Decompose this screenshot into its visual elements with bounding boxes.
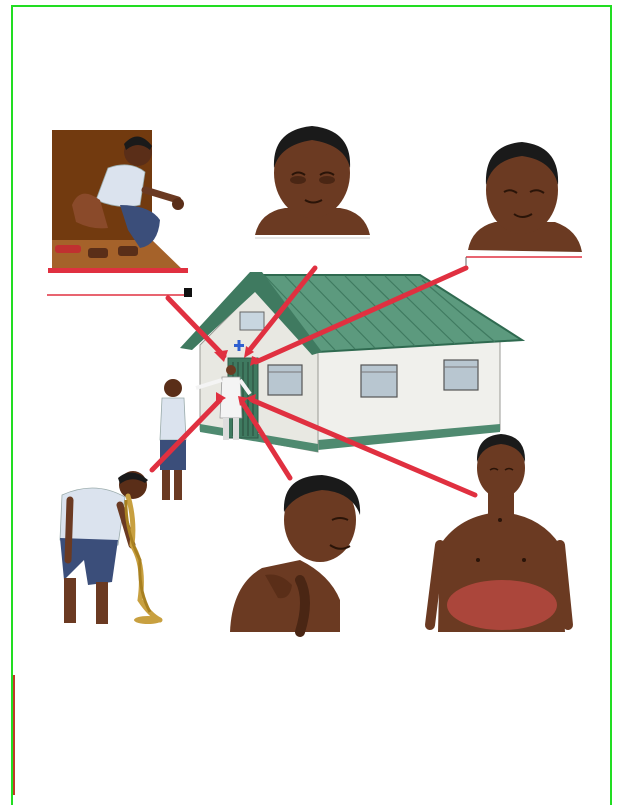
diarrhoea-squatting-figure (48, 130, 188, 273)
abdominal-pain-figure (430, 434, 568, 632)
neck-shoulder-pain-figure (230, 475, 360, 632)
weak-face (468, 142, 582, 252)
clinic-gable-window (240, 312, 264, 330)
health-clinic-building (180, 272, 522, 452)
abdominal-pain-area (447, 580, 557, 630)
sunken-eyes-face (255, 126, 370, 235)
vomiting-figure (60, 379, 186, 624)
